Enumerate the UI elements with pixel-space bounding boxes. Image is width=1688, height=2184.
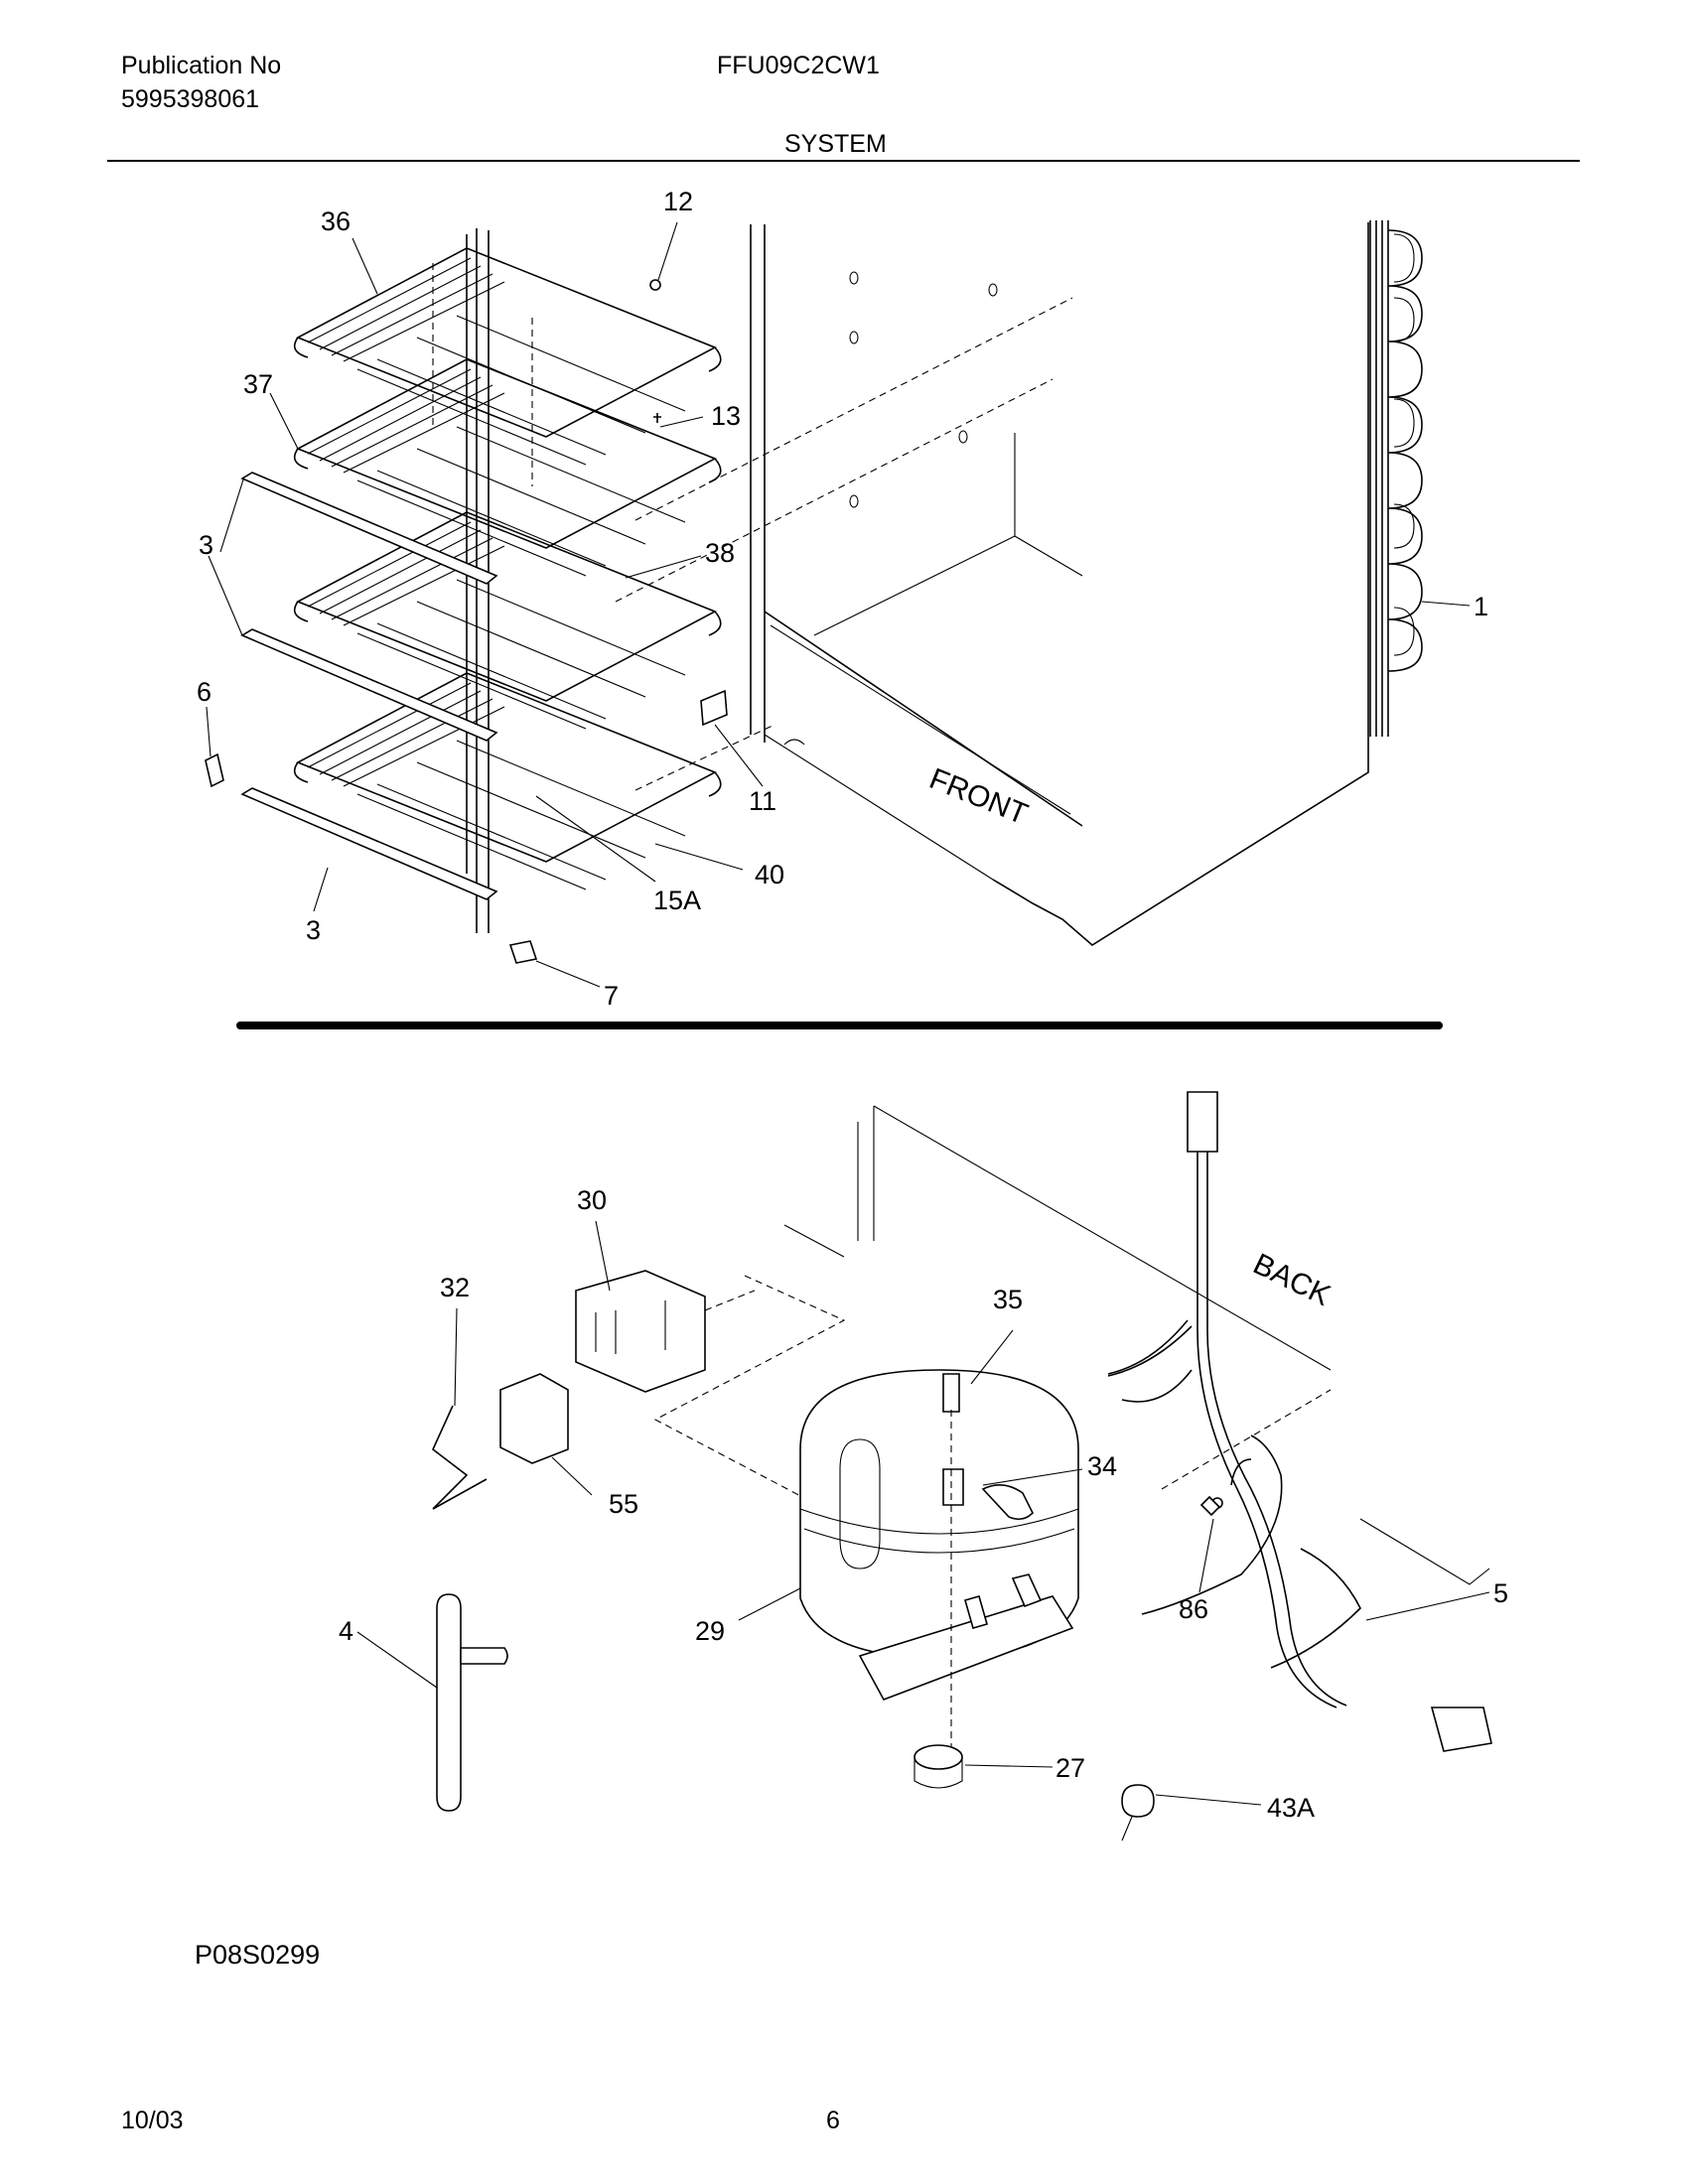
page-number: 6 [826,2107,840,2134]
callout-1: 1 [1474,592,1488,621]
callout-3-bottom: 3 [306,915,321,945]
callout-36: 36 [321,206,351,236]
leaders-lower [356,1220,1490,1806]
publication-label: Publication No [121,52,282,79]
callout-12: 12 [663,187,693,216]
callout-4: 4 [339,1616,353,1646]
evaporator-shelf-40 [293,672,722,890]
relay-and-overload [432,1270,756,1510]
small-hardware-upper [205,279,728,964]
callout-5: 5 [1493,1578,1508,1608]
callout-15a: 15A [653,886,701,915]
callout-32: 32 [440,1273,470,1302]
drier [436,1593,508,1812]
evaporator-shelf-37 [293,358,722,577]
section-divider [236,1022,1443,1029]
callout-34: 34 [1087,1451,1117,1481]
back-label: BACK [1248,1248,1336,1312]
callout-86: 86 [1179,1594,1208,1624]
power-cord-harness [1107,1091,1492,1752]
condenser-coil [1369,220,1423,737]
model-number: FFU09C2CW1 [717,52,880,79]
callout-43a: 43A [1267,1793,1315,1823]
callout-38: 38 [705,538,735,568]
callout-40: 40 [755,860,784,889]
callout-6: 6 [197,677,211,707]
evaporator-shelf-36 [293,247,722,466]
diagram-code: P08S0299 [195,1940,321,1970]
leaders-upper [206,221,1471,988]
shelf-retainer-strips [240,472,498,900]
callout-27: 27 [1055,1753,1085,1783]
header-rule [107,160,1580,162]
front-label: FRONT [924,762,1032,831]
cabinet-liner [615,222,1369,946]
small-hardware-lower [1121,1495,1221,1842]
callout-7: 7 [604,981,619,1011]
callout-55: 55 [609,1489,638,1519]
callout-30: 30 [577,1185,607,1215]
cabinet-base [653,1105,1490,1585]
callout-13: 13 [711,401,741,431]
callout-3-top: 3 [199,530,213,560]
publication-number: 5995398061 [121,85,260,113]
footer-date: 10/03 [121,2107,184,2134]
callout-29: 29 [695,1616,725,1646]
callout-35: 35 [993,1285,1023,1314]
callout-11: 11 [749,786,776,816]
evaporator-shelf-38 [293,511,722,730]
section-title: SYSTEM [784,130,887,158]
callout-37: 37 [243,369,273,399]
compressor [799,1369,1079,1789]
